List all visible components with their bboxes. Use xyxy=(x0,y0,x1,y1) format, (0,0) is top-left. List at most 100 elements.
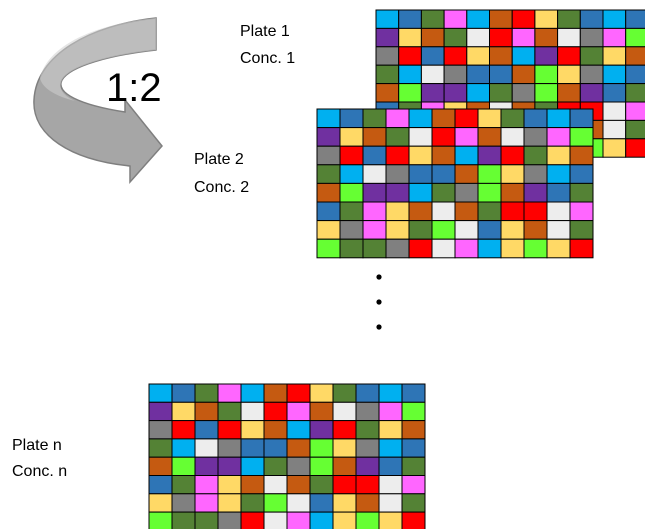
plate-2-well xyxy=(339,145,364,166)
plate-2-well xyxy=(362,127,387,147)
plate-2-well xyxy=(408,238,433,259)
plate-1-well xyxy=(557,46,581,66)
plate-1-well xyxy=(602,9,627,29)
plate-n-well xyxy=(240,475,265,495)
plate-n-well xyxy=(171,493,196,513)
plate-n-well xyxy=(309,420,334,440)
plate-1-well xyxy=(557,27,581,48)
plate-n-well xyxy=(194,383,219,403)
plate-2-well xyxy=(569,108,594,129)
plate-2-well xyxy=(523,182,548,203)
plate-2-well xyxy=(431,108,456,129)
plate-n-well xyxy=(217,475,242,495)
plate-2-well xyxy=(546,108,571,129)
plate-n-well xyxy=(378,475,403,495)
plate-1-well xyxy=(375,46,400,66)
plate-n-well xyxy=(263,475,288,495)
plate-1-well xyxy=(489,64,513,85)
plate-1-well xyxy=(602,119,627,140)
plate-n-well xyxy=(148,401,173,422)
plate-n-well xyxy=(401,420,426,440)
plate-1-well xyxy=(625,138,645,158)
plate-n-well xyxy=(332,438,357,458)
plate-2-well xyxy=(431,182,456,203)
plate-2-well xyxy=(408,108,433,129)
plate-n-well xyxy=(286,401,311,422)
plate-n-well xyxy=(240,493,265,513)
plate-2-well xyxy=(316,145,341,166)
plate-2-well xyxy=(431,164,456,184)
plate-2-well xyxy=(569,164,594,184)
plate-1-well xyxy=(557,9,581,29)
plate-n-well xyxy=(286,438,311,458)
plate-n-well xyxy=(263,383,288,403)
plate-2-well xyxy=(408,220,433,240)
plate-n-well xyxy=(240,420,265,440)
plate-n-well xyxy=(401,438,426,458)
plate-n-well xyxy=(355,401,380,422)
plate-2-conc: Conc. 2 xyxy=(194,179,250,196)
plate-2-well xyxy=(362,201,387,222)
plate-1-well xyxy=(489,83,513,103)
plate-2-well xyxy=(316,108,341,129)
plate-1-well xyxy=(398,64,422,85)
plate-n-well xyxy=(148,420,173,440)
plate-2-well xyxy=(408,164,433,184)
plate-2-well xyxy=(385,127,410,147)
plate-1-well xyxy=(625,64,645,85)
plate-n-well xyxy=(194,401,219,422)
plate-2-well xyxy=(454,127,479,147)
plate-2-well xyxy=(454,108,479,129)
plate-n-well xyxy=(401,511,426,529)
plate-1-well xyxy=(625,9,645,29)
plate-1-well xyxy=(375,83,400,103)
plate-2-well xyxy=(569,145,594,166)
plate-1-well xyxy=(534,83,559,103)
plate-2-well xyxy=(523,201,548,222)
plate-2-well xyxy=(454,145,479,166)
plate-n-well xyxy=(355,493,380,513)
plate-2-well xyxy=(477,108,502,129)
plate-n-well xyxy=(309,438,334,458)
plate-n-well xyxy=(217,456,242,477)
plate-n-well xyxy=(263,493,288,513)
plate-n-well xyxy=(286,456,311,477)
plate-n-well xyxy=(355,383,380,403)
plate-n-well xyxy=(263,438,288,458)
plate-n-well xyxy=(332,456,357,477)
plate-n-well xyxy=(194,420,219,440)
plate-1-well xyxy=(511,9,536,29)
plate-2-well xyxy=(362,108,387,129)
plate-n-well xyxy=(217,383,242,403)
plate-2-well xyxy=(569,220,594,240)
plate-2-well xyxy=(477,201,502,222)
plate-2-well xyxy=(408,182,433,203)
plate-2-well xyxy=(477,182,502,203)
plate-n-well xyxy=(378,511,403,529)
plate-1-well xyxy=(466,27,490,48)
plate-n-well xyxy=(217,493,242,513)
plate-1-well xyxy=(557,83,581,103)
plate-1-well xyxy=(375,27,400,48)
plate-2-well xyxy=(316,220,341,240)
plate-2-well xyxy=(339,108,364,129)
plate-1-well xyxy=(443,83,468,103)
plate-1-well xyxy=(420,27,445,48)
plate-2-well xyxy=(454,182,479,203)
plate-1-well xyxy=(602,64,627,85)
plate-n-well xyxy=(194,493,219,513)
plate-2-well xyxy=(454,238,479,259)
plate-2-well xyxy=(477,238,502,259)
plate-1-well xyxy=(420,64,445,85)
plate-n-well xyxy=(355,511,380,529)
plate-2-well xyxy=(431,220,456,240)
plate-1-well xyxy=(534,27,559,48)
plate-n-well xyxy=(401,383,426,403)
plate-n-well xyxy=(286,511,311,529)
plate-1-conc: Conc. 1 xyxy=(240,50,296,67)
plate-n-well xyxy=(355,420,380,440)
plate-2-well xyxy=(500,238,525,259)
plate-n-well xyxy=(378,420,403,440)
plate-n-well xyxy=(171,401,196,422)
ratio-label: 1:2 xyxy=(106,66,162,110)
